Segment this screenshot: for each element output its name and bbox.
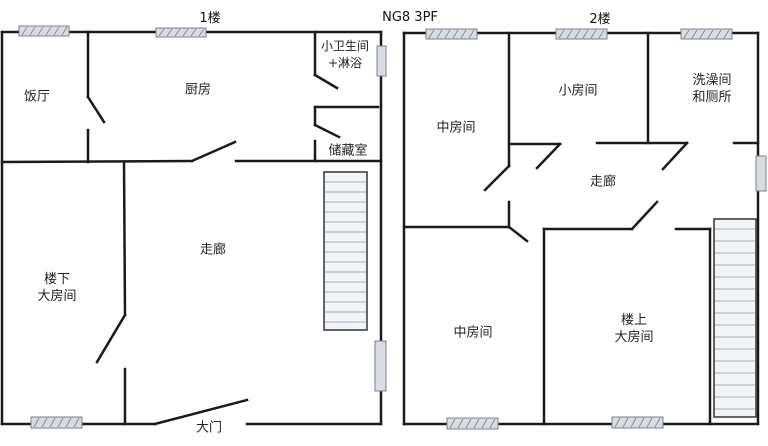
staircase-floor1	[323, 171, 368, 331]
room-bathroom-toilet: 洗澡间 和厕所	[692, 73, 732, 105]
room-medium-bottom: 中房间	[453, 325, 493, 341]
room-kitchen: 厨房	[184, 82, 212, 98]
room-small: 小房间	[558, 83, 598, 99]
floor2-title: 2楼	[589, 12, 611, 27]
room-dining: 饭厅	[23, 89, 51, 105]
room-small-bathroom: 小卫生间 +淋浴	[320, 39, 370, 70]
room-big-upstairs: 楼上 大房间	[614, 313, 654, 345]
floor1-title: 1楼	[199, 11, 221, 26]
address-title: NG8 3PF	[382, 10, 438, 25]
room-big-downstairs: 楼下 大房间	[37, 272, 77, 304]
room-medium-top: 中房间	[436, 120, 476, 136]
staircase-floor2	[713, 218, 757, 418]
room-hallway-f2: 走廊	[589, 174, 617, 190]
room-hallway-f1: 走廊	[199, 242, 227, 258]
front-door-label: 大门	[195, 420, 223, 436]
room-storage: 储藏室	[328, 143, 368, 159]
